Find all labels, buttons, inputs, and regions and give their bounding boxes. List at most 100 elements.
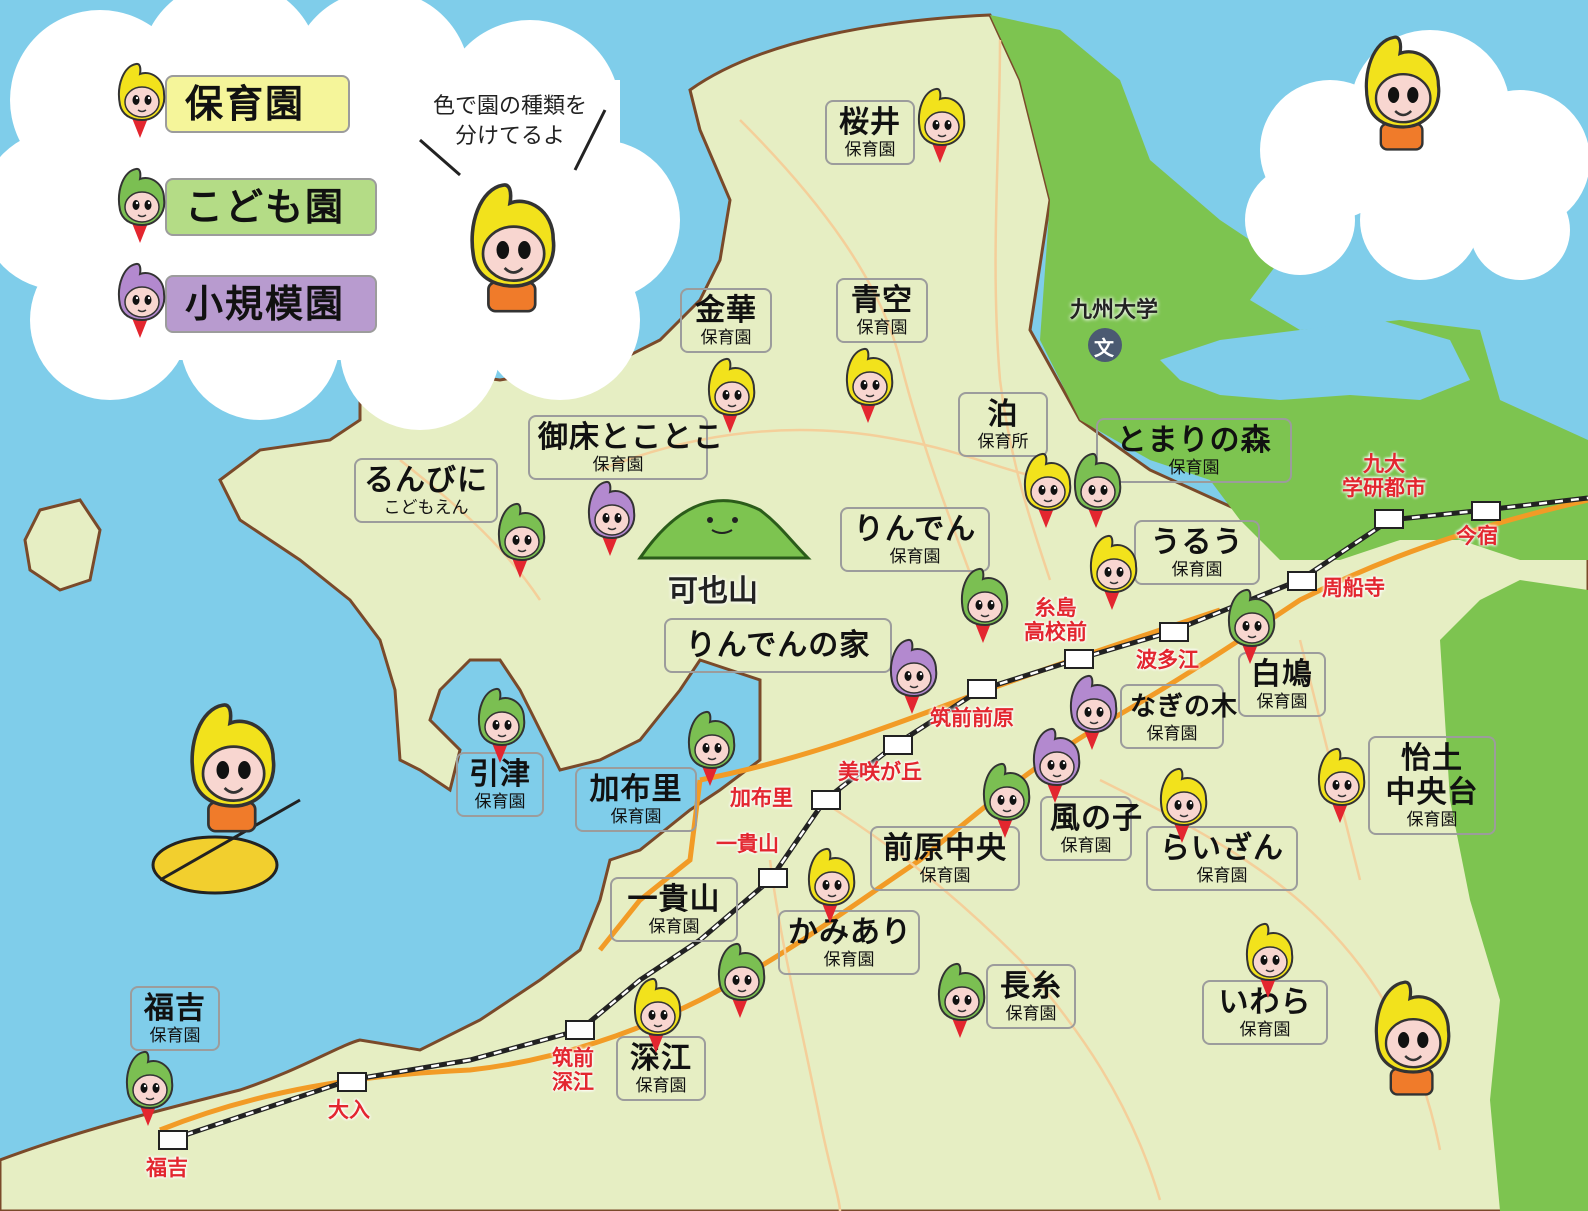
station-itoshima[interactable]: 糸島 高校前	[1024, 596, 1087, 644]
facility-kinka[interactable]: 金華 保育園	[680, 288, 772, 353]
pin-marker-fukae[interactable]	[626, 975, 686, 1055]
facility-mitoko[interactable]: 御床とことこ 保育園	[528, 415, 723, 480]
legend-shokibo-label: 小規模園	[185, 282, 346, 326]
facility-name: 青空	[851, 283, 913, 318]
facility-type: 保育園	[1060, 836, 1112, 856]
facility-fukuyoshi[interactable]: 福吉 保育園	[130, 986, 220, 1051]
facility-name: 白鳩	[1251, 657, 1313, 692]
facility-type: 保育園	[592, 455, 644, 475]
facility-maebaru[interactable]: 前原中央 保育園	[870, 826, 1020, 891]
facility-type: 保育園	[1256, 692, 1308, 712]
facility-kafuri[interactable]: 加布里 保育園	[575, 767, 697, 832]
facility-kamiari[interactable]: かみあり 保育園	[778, 910, 920, 975]
facility-fukae[interactable]: 深江 保育園	[616, 1036, 706, 1101]
legend-pin-kodomo[interactable]	[110, 165, 170, 245]
facility-nagi[interactable]: なぎの木 保育園	[1120, 684, 1239, 749]
facility-type: 保育園	[823, 950, 875, 970]
pin-marker-raizan[interactable]	[1152, 765, 1212, 845]
pin-marker-ikisan[interactable]	[710, 940, 770, 1020]
facility-type: 保育園	[1168, 458, 1220, 478]
pin-marker-runbini[interactable]	[490, 500, 550, 580]
pin-marker-kamiari[interactable]	[800, 845, 860, 925]
facility-nagaito[interactable]: 長糸 保育園	[986, 964, 1076, 1029]
facility-type: 保育園	[635, 1076, 687, 1096]
facility-aozora[interactable]: 青空 保育園	[836, 278, 928, 343]
legend-kodomoen: こども園	[165, 178, 377, 236]
facility-name: 前原中央	[883, 831, 1007, 866]
facility-name: 泊	[987, 397, 1019, 432]
legend-pin-shokibo[interactable]	[110, 260, 170, 340]
facility-name: うるう	[1150, 525, 1244, 560]
pin-marker-aozora[interactable]	[838, 345, 898, 425]
facility-ikisan[interactable]: 一貴山 保育園	[610, 877, 738, 942]
facility-name: 金華	[695, 293, 757, 328]
station-kyudai[interactable]: 九大 学研都市	[1342, 452, 1426, 500]
facility-name: 長糸	[1000, 969, 1062, 1004]
station-kafuri[interactable]: 加布里	[730, 786, 793, 810]
pin-marker-nagi[interactable]	[1062, 672, 1122, 752]
station-oniu[interactable]: 大入	[328, 1098, 370, 1122]
station-chikuzenfukae[interactable]: 筑前 深江	[552, 1046, 594, 1094]
legend-pin-hoiku[interactable]	[110, 60, 170, 140]
station-shusenji[interactable]: 周船寺	[1322, 576, 1385, 600]
pin-marker-kafuri[interactable]	[680, 708, 740, 788]
facility-type: 保育園	[889, 547, 941, 567]
pin-marker-mitoko[interactable]	[580, 478, 640, 558]
facility-hikitsu[interactable]: 引津 保育園	[456, 752, 544, 817]
pin-marker-kinka[interactable]	[700, 355, 760, 435]
station-hatae[interactable]: 波多江	[1136, 648, 1199, 672]
facility-type: 保育園	[844, 140, 896, 160]
pin-marker-sakurai[interactable]	[910, 85, 970, 165]
facility-rindennoie[interactable]: りんでんの家	[664, 618, 892, 673]
station-misakigaoka[interactable]: 美咲が丘	[838, 760, 922, 784]
pin-marker-hikitsu[interactable]	[470, 685, 530, 765]
station-chikuzenmaebaru[interactable]: 筑前前原	[930, 706, 1014, 730]
pin-marker-uruu[interactable]	[1082, 532, 1142, 612]
facility-name: かみあり	[788, 915, 912, 950]
facility-type: 保育園	[1196, 866, 1248, 886]
facility-kazenoko[interactable]: 風の子 保育園	[1040, 796, 1142, 861]
facility-tomari[interactable]: 泊 保育所	[958, 392, 1048, 457]
station-imajuku[interactable]: 今宿	[1456, 524, 1498, 548]
mountain-label: 可也山	[668, 574, 758, 609]
facility-name: 怡土 中央台	[1385, 741, 1479, 810]
facility-type: 保育園	[1406, 810, 1458, 830]
pin-marker-tomarinomori[interactable]	[1066, 450, 1126, 530]
station-fukuyoshi[interactable]: 福吉	[146, 1156, 188, 1180]
facility-type: 保育園	[610, 807, 662, 827]
station-ikisan[interactable]: 一貴山	[716, 832, 779, 856]
facility-name: なぎの木	[1130, 692, 1239, 722]
facility-type: 保育園	[474, 792, 526, 812]
facility-type: 保育所	[977, 432, 1029, 452]
pin-marker-kazenoko[interactable]	[1025, 725, 1085, 805]
pin-marker-rinden[interactable]	[953, 565, 1013, 645]
facility-type: 保育園	[1171, 560, 1223, 580]
facility-tomarinomori[interactable]: とまりの森 保育園	[1096, 418, 1292, 483]
facility-name: るんびに	[364, 463, 488, 498]
facility-itochuo[interactable]: 怡土 中央台 保育園	[1368, 736, 1496, 835]
facility-runbini[interactable]: るんびに こどもえん	[354, 458, 498, 523]
mascot-character-3	[190, 703, 276, 833]
pin-marker-rindennoie[interactable]	[882, 636, 942, 716]
university-label: 九州大学	[1070, 298, 1159, 323]
facility-sakurai[interactable]: 桜井 保育園	[825, 100, 915, 165]
facility-uruu[interactable]: うるう 保育園	[1134, 520, 1260, 585]
facility-type: 保育園	[149, 1026, 201, 1046]
facility-name: 一貴山	[627, 882, 721, 917]
pin-marker-maebaru[interactable]	[975, 760, 1035, 840]
legend-shokibo: 小規模園	[165, 275, 377, 333]
facility-shirahato[interactable]: 白鳩 保育園	[1238, 652, 1326, 717]
pin-marker-itochuo[interactable]	[1310, 745, 1370, 825]
pin-marker-tomari[interactable]	[1016, 450, 1076, 530]
pin-marker-iwara[interactable]	[1238, 920, 1298, 1000]
facility-rinden[interactable]: りんでん 保育園	[840, 507, 990, 572]
pin-marker-fukuyoshi[interactable]	[118, 1048, 178, 1128]
facility-type: 保育園	[1146, 724, 1198, 744]
facility-type: 保育園	[700, 328, 752, 348]
mascot-character-2	[1364, 35, 1441, 151]
facility-type: こどもえん	[383, 498, 469, 518]
pin-marker-shirahato[interactable]	[1220, 586, 1280, 666]
facility-type: 保育園	[648, 917, 700, 937]
pin-marker-nagaito[interactable]	[930, 960, 990, 1040]
